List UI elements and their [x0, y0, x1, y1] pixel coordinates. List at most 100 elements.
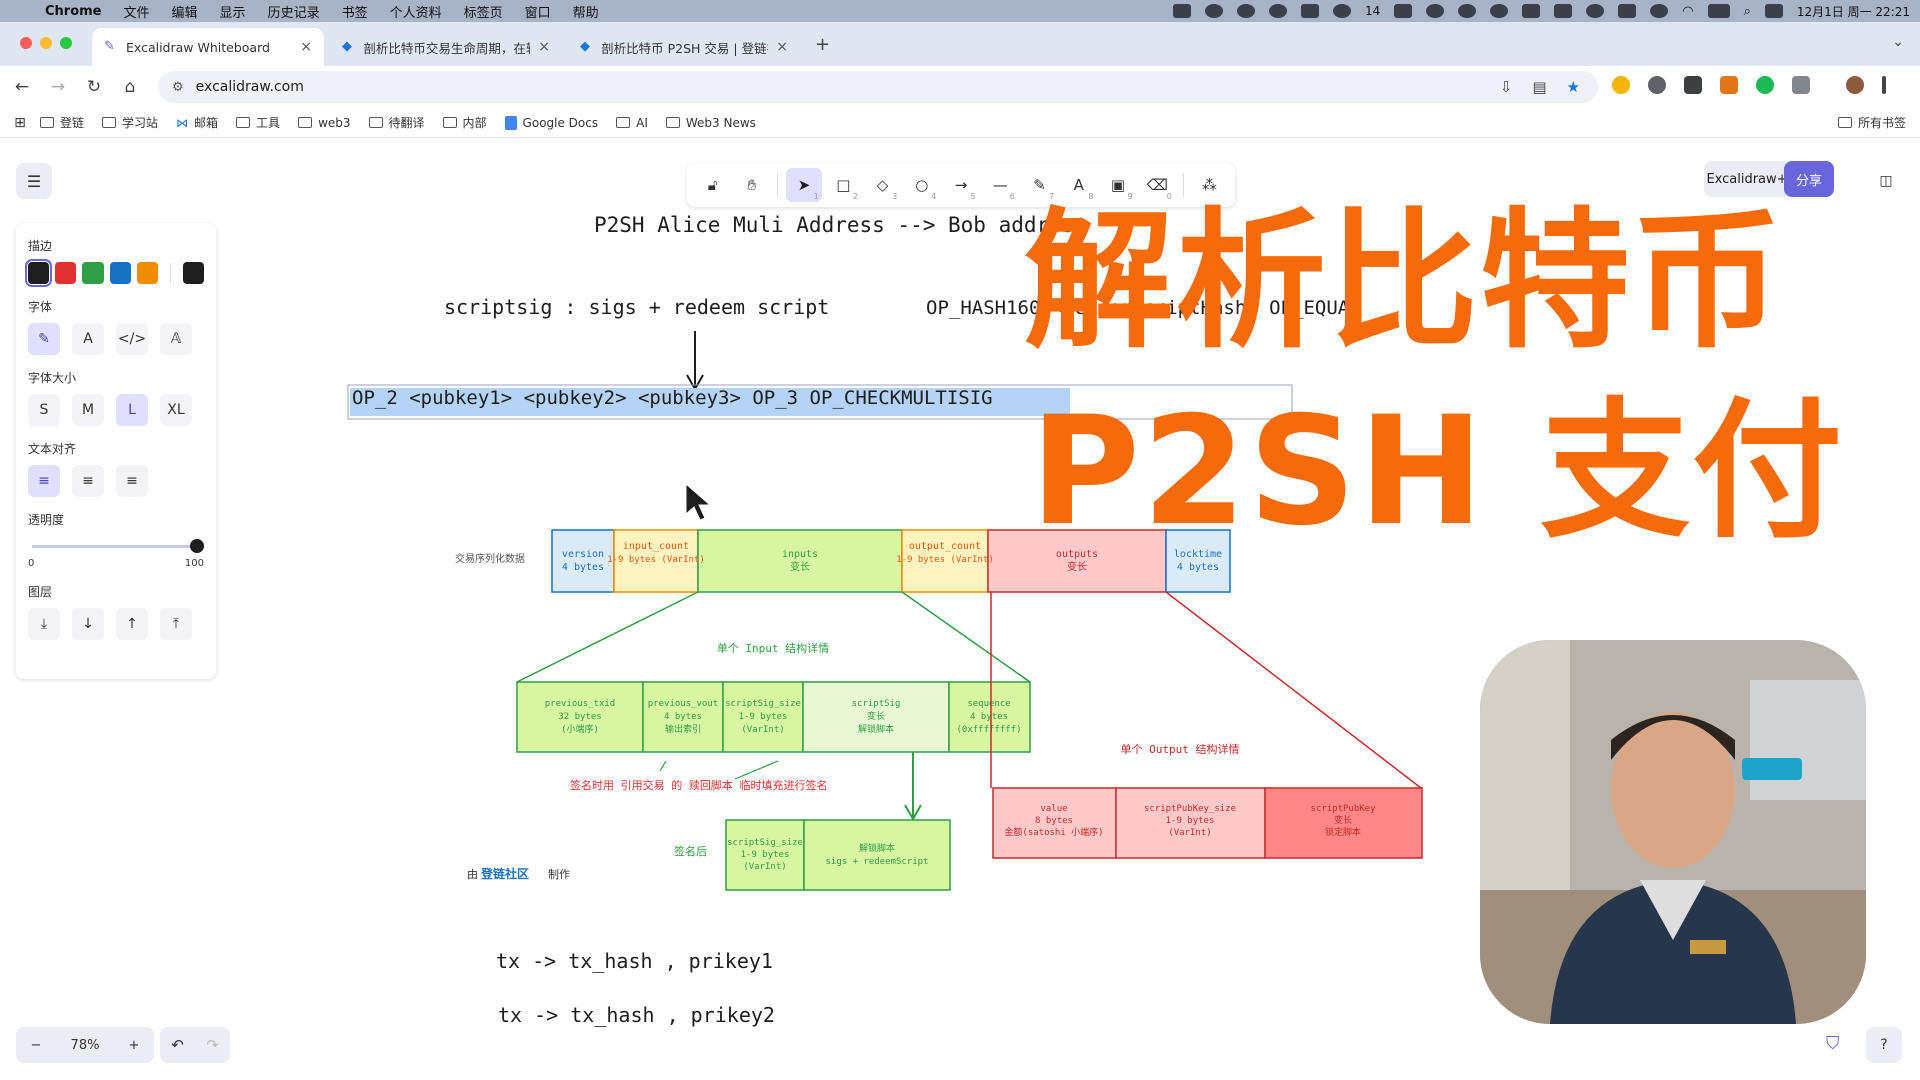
canvas-heading[interactable]: P2SH Alice Muli Address --> Bob addrss: [594, 213, 1075, 237]
selected-script-text[interactable]: OP_2 <pubkey1> <pubkey2> <pubkey3> OP_3 …: [352, 387, 993, 409]
bookmark-0[interactable]: 登链: [40, 114, 84, 131]
redo-button[interactable]: ↷: [206, 1036, 219, 1054]
url-text[interactable]: excalidraw.com: [195, 79, 304, 95]
bookmark-5[interactable]: 待翻译: [368, 114, 425, 131]
close-tab-icon[interactable]: ×: [538, 39, 550, 55]
stroke-color-swatch[interactable]: [109, 262, 131, 284]
menu-datetime[interactable]: 12月1日 周一 22:21: [1796, 4, 1910, 19]
tool-line[interactable]: —6: [983, 168, 1018, 202]
tool-image[interactable]: ▣9: [1100, 168, 1135, 202]
menu-history[interactable]: 历史记录: [267, 5, 320, 21]
close-tab-icon[interactable]: ×: [776, 39, 788, 55]
home-button[interactable]: ⌂: [124, 77, 136, 97]
tool-lock[interactable]: 🔓︎: [695, 168, 730, 202]
new-tab-button[interactable]: +: [815, 34, 831, 55]
tx-line-1[interactable]: tx -> tx_hash , prikey1: [496, 949, 773, 973]
menu-help[interactable]: 帮助: [572, 5, 599, 21]
status-app-icon[interactable]: [1204, 4, 1223, 18]
reload-button[interactable]: ↻: [86, 77, 102, 97]
battery-icon[interactable]: [1707, 4, 1730, 18]
close-tab-icon[interactable]: ×: [300, 39, 312, 55]
tx-line-2[interactable]: tx -> tx_hash , prikey2: [498, 1003, 775, 1027]
font-family-option-0[interactable]: ✎: [28, 323, 60, 355]
tab-article-p2sh[interactable]: ◆ 剖析比特币 P2SH 交易 | 登链社 ×: [568, 28, 800, 66]
layer-option-3[interactable]: ⤒: [160, 608, 192, 640]
tool-diamond[interactable]: ◇3: [865, 168, 900, 202]
cloud-icon[interactable]: [1268, 4, 1287, 18]
clock-icon[interactable]: [1650, 4, 1669, 18]
chrome-menu-icon[interactable]: [1882, 76, 1886, 94]
chat-icon[interactable]: [1332, 4, 1351, 18]
moon-icon[interactable]: [1586, 4, 1605, 18]
minimize-window-icon[interactable]: [40, 37, 52, 49]
zoom-in-button[interactable]: +: [128, 1037, 140, 1053]
close-window-icon[interactable]: [20, 37, 32, 49]
apps-grid-icon[interactable]: ⊞: [14, 114, 26, 131]
bird-icon[interactable]: [1458, 4, 1477, 18]
zoom-out-button[interactable]: −: [30, 1037, 42, 1053]
text-align-option-1[interactable]: ≡: [72, 465, 104, 497]
menu-edit[interactable]: 编辑: [171, 5, 198, 21]
stroke-color-swatch[interactable]: [82, 262, 104, 284]
tool-selection[interactable]: ➤1: [786, 168, 822, 202]
sidebar-toggle-button[interactable]: ◫: [1868, 163, 1904, 199]
extension-metamask-icon[interactable]: [1720, 76, 1738, 94]
screen-record-icon[interactable]: [1172, 4, 1191, 18]
extension-green-icon[interactable]: [1756, 76, 1774, 94]
controls-icon[interactable]: [1394, 4, 1413, 18]
all-bookmarks[interactable]: 所有书签: [1837, 114, 1906, 131]
bookmark-4[interactable]: web3: [298, 114, 351, 131]
stroke-color-swatch[interactable]: [136, 262, 158, 284]
opacity-slider[interactable]: [28, 536, 204, 556]
tool-arrow[interactable]: →5: [943, 168, 978, 202]
shield-status-icon[interactable]: [1300, 4, 1319, 18]
shield-check-icon[interactable]: ⛉: [1826, 1033, 1840, 1054]
menu-file[interactable]: 文件: [123, 5, 150, 21]
bookmark-2[interactable]: ⋈邮箱: [176, 114, 218, 131]
cube-icon[interactable]: [1554, 4, 1573, 18]
text-align-option-2[interactable]: ≡: [116, 465, 148, 497]
menu-tabs[interactable]: 标签页: [463, 5, 503, 21]
control-center-icon[interactable]: [1764, 4, 1783, 18]
layer-option-1[interactable]: ↓: [72, 608, 104, 640]
undo-button[interactable]: ↶: [171, 1036, 184, 1054]
tab-search-chevron-icon[interactable]: ⌄: [1892, 34, 1904, 50]
op-hash-text[interactable]: OP_HASH160 <redeemScriptHash> OP_EQUAL: [926, 297, 1361, 319]
current-stroke-color[interactable]: [182, 262, 204, 284]
accessibility-icon[interactable]: [1490, 4, 1509, 18]
search-icon[interactable]: ⌕: [1743, 3, 1751, 19]
menu-window[interactable]: 窗口: [524, 5, 551, 21]
menu-bookmarks[interactable]: 书签: [341, 5, 368, 21]
share-button[interactable]: 分享: [1784, 161, 1834, 197]
tool-draw[interactable]: ✎7: [1022, 168, 1057, 202]
wifi-icon[interactable]: ◠: [1682, 3, 1694, 19]
bookmark-6[interactable]: 内部: [442, 114, 487, 131]
tool-hand[interactable]: ✋︎: [734, 168, 769, 202]
stroke-color-swatch[interactable]: [55, 262, 77, 284]
address-bar[interactable]: ⚙ excalidraw.com ⇩ ▤ ★: [158, 71, 1598, 103]
opacity-thumb[interactable]: [190, 539, 204, 553]
font-family-option-1[interactable]: A: [72, 323, 104, 355]
grid-app-icon[interactable]: [1522, 4, 1541, 18]
layer-option-0[interactable]: ⤓: [28, 608, 60, 640]
extension-chrome-icon[interactable]: [1612, 76, 1630, 94]
bookmark-3[interactable]: 工具: [236, 114, 280, 131]
wechat-icon[interactable]: [1236, 4, 1255, 18]
font-family-option-2[interactable]: </>: [116, 323, 148, 355]
tool-rectangle[interactable]: □2: [826, 168, 861, 202]
scriptsig-text[interactable]: scriptsig : sigs + redeem script: [444, 295, 830, 319]
bookmark-8[interactable]: AI: [616, 114, 648, 131]
extension-cube-icon[interactable]: [1684, 76, 1702, 94]
time-machine-icon[interactable]: [1426, 4, 1445, 18]
tool-ellipse[interactable]: ○4: [904, 168, 939, 202]
site-info-icon[interactable]: ⚙: [172, 79, 184, 95]
menu-profiles[interactable]: 个人资料: [389, 5, 442, 21]
font-size-option-0[interactable]: S: [28, 394, 60, 426]
page-action-icon[interactable]: ▤: [1532, 78, 1547, 96]
extensions-puzzle-icon[interactable]: [1792, 76, 1810, 94]
install-app-icon[interactable]: ⇩: [1499, 78, 1513, 96]
bookmark-1[interactable]: 学习站: [102, 114, 158, 131]
font-size-option-1[interactable]: M: [72, 394, 104, 426]
font-family-option-3[interactable]: 𝔸: [160, 323, 192, 355]
